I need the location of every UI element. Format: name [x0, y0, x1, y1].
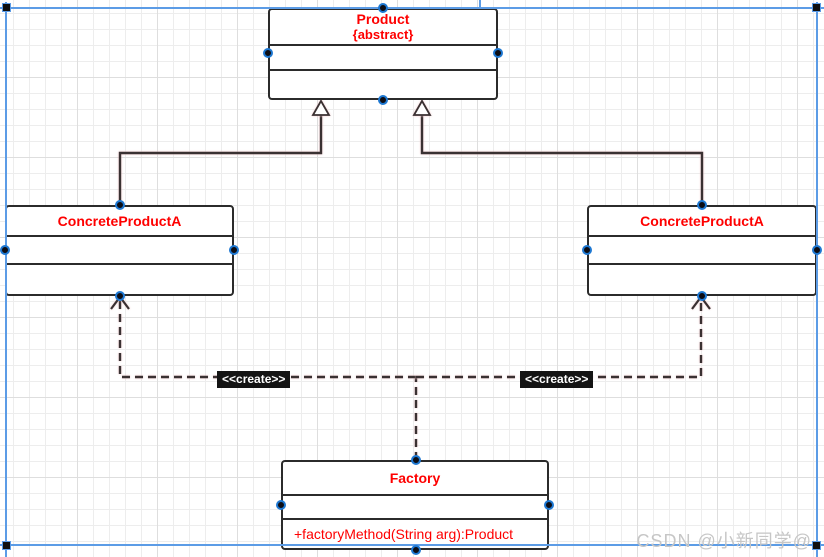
- connection-point-concrete-right-top[interactable]: [697, 200, 707, 210]
- create-label-right-text: <<create>>: [525, 372, 589, 386]
- selection-tick: [479, 0, 481, 8]
- create-edge-left[interactable]: [118, 299, 416, 379]
- connection-point-product-top[interactable]: [378, 3, 388, 13]
- product-methods-compartment: [270, 69, 496, 98]
- concrete-right-methods-compartment: [589, 263, 815, 294]
- class-name-product: Product: [356, 11, 410, 27]
- factory-title-compartment: Factory: [283, 462, 547, 494]
- hollow-triangle-arrow-right: [412, 99, 432, 116]
- factory-method-text: +factoryMethod(String arg):Product: [294, 526, 514, 542]
- connection-point-concrete-left-left[interactable]: [0, 245, 10, 255]
- concrete-left-methods-compartment: [7, 263, 232, 294]
- create-label-right[interactable]: <<create>>: [520, 371, 594, 388]
- generalization-edge-right[interactable]: [420, 114, 704, 205]
- connection-point-concrete-left-top[interactable]: [115, 200, 125, 210]
- connection-point-factory-bottom[interactable]: [411, 545, 421, 555]
- create-label-left[interactable]: <<create>>: [217, 371, 291, 388]
- selection-handle-top-left[interactable]: [2, 3, 11, 12]
- connection-point-concrete-right-left[interactable]: [582, 245, 592, 255]
- class-box-concrete-product-right[interactable]: ConcreteProductA: [587, 205, 817, 296]
- connection-point-product-left[interactable]: [263, 48, 273, 58]
- create-label-left-text: <<create>>: [222, 372, 286, 386]
- selection-border-top: [0, 7, 824, 9]
- factory-methods-compartment: +factoryMethod(String arg):Product: [283, 518, 547, 548]
- generalization-edge-left[interactable]: [118, 114, 323, 205]
- class-box-concrete-product-left[interactable]: ConcreteProductA: [5, 205, 234, 296]
- selection-border-left: [5, 2, 7, 557]
- connection-point-concrete-left-right[interactable]: [229, 245, 239, 255]
- connection-point-product-right[interactable]: [493, 48, 503, 58]
- selection-handle-top-right[interactable]: [812, 3, 821, 12]
- connection-point-product-bottom[interactable]: [378, 95, 388, 105]
- concrete-left-attributes-compartment: [7, 235, 232, 263]
- product-title-compartment: Product {abstract}: [270, 10, 496, 44]
- product-attributes-compartment: [270, 44, 496, 69]
- connection-point-factory-left[interactable]: [276, 500, 286, 510]
- connection-point-concrete-left-bottom[interactable]: [115, 291, 125, 301]
- class-name-concrete-right: ConcreteProductA: [640, 213, 764, 229]
- class-stereotype-abstract: {abstract}: [352, 27, 414, 42]
- csdn-watermark: CSDN @小新同学@: [636, 531, 812, 551]
- class-name-concrete-left: ConcreteProductA: [57, 213, 182, 229]
- connection-point-factory-right[interactable]: [544, 500, 554, 510]
- connection-point-concrete-right-right[interactable]: [812, 245, 822, 255]
- connection-point-factory-top[interactable]: [411, 455, 421, 465]
- class-box-product[interactable]: Product {abstract}: [268, 8, 498, 100]
- concrete-right-attributes-compartment: [589, 235, 815, 263]
- selection-border-right: [816, 2, 818, 557]
- concrete-left-title-compartment: ConcreteProductA: [7, 207, 232, 235]
- class-box-factory[interactable]: Factory +factoryMethod(String arg):Produ…: [281, 460, 549, 550]
- connection-point-concrete-right-bottom[interactable]: [697, 291, 707, 301]
- class-name-factory: Factory: [389, 470, 441, 486]
- selection-handle-bottom-left[interactable]: [2, 541, 11, 550]
- concrete-right-title-compartment: ConcreteProductA: [589, 207, 815, 235]
- selection-handle-bottom-right[interactable]: [812, 541, 821, 550]
- create-edge-right[interactable]: [416, 299, 703, 379]
- factory-attributes-compartment: [283, 494, 547, 518]
- hollow-triangle-arrow-left: [311, 99, 331, 116]
